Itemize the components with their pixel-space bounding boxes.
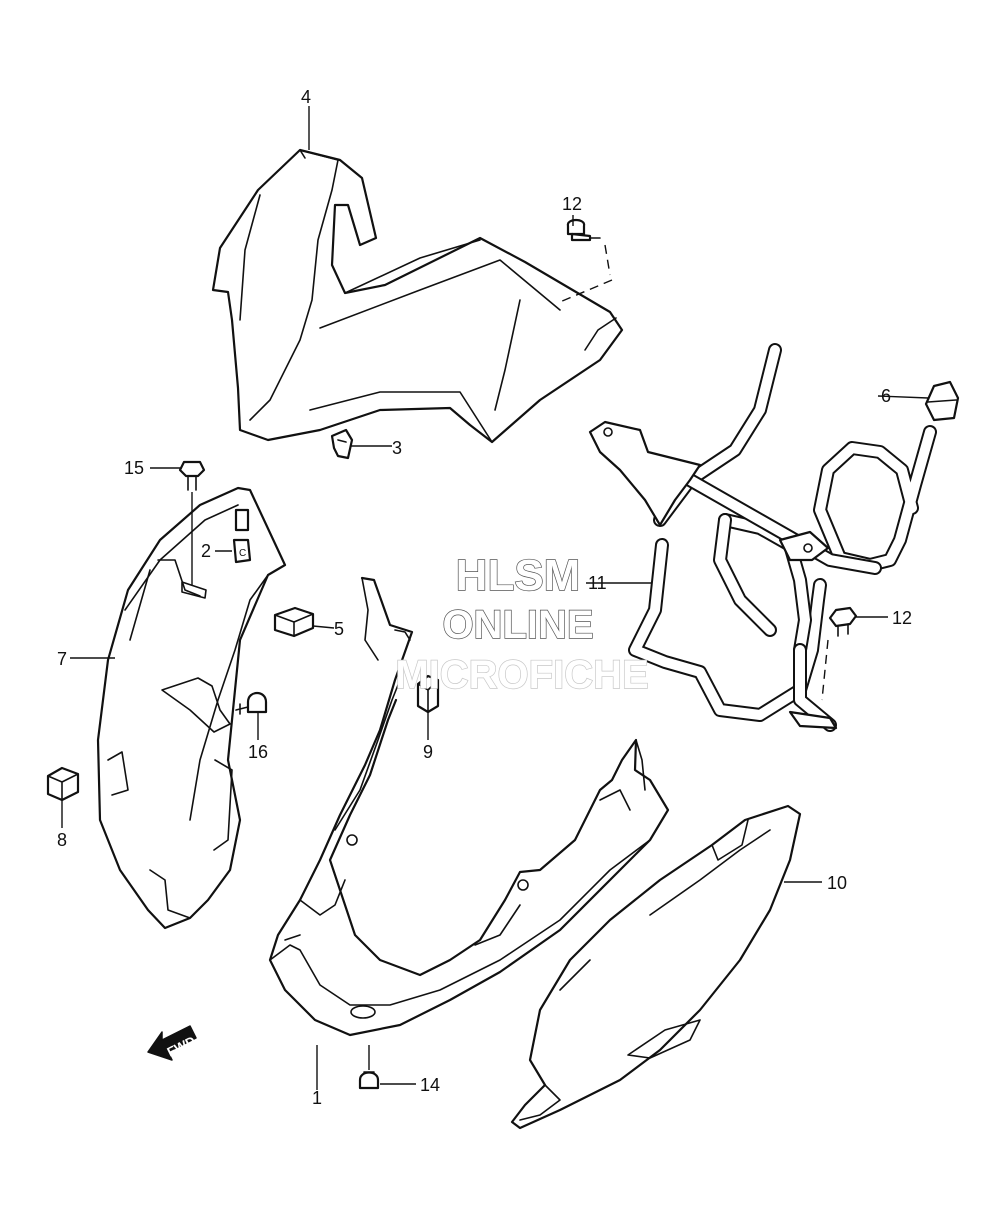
- watermark: HLSM ONLINE MICROFICHE: [395, 550, 650, 697]
- part-11-frame-stay: [588, 343, 937, 732]
- callout-8: 8: [57, 830, 67, 850]
- fwd-arrow-icon: FWD: [147, 1025, 198, 1061]
- callout-6: 6: [881, 386, 891, 406]
- watermark-line2: ONLINE: [442, 603, 593, 647]
- watermark-line3: MICROFICHE: [395, 653, 648, 697]
- callout-10: 10: [827, 873, 847, 893]
- callout-labels: 4 12 3 6 15 2 11 12 5 7 16 9 8 10 14 1: [57, 87, 912, 1108]
- part-9-pad: [416, 674, 440, 714]
- part-6-grommet: [924, 380, 960, 422]
- callout-leaders: [61, 106, 929, 1090]
- watermark-line1: HLSM: [456, 551, 581, 600]
- callout-4: 4: [301, 87, 311, 107]
- callout-12: 12: [892, 608, 912, 628]
- callout-5: 5: [334, 619, 344, 639]
- part-15-bolt: [178, 460, 206, 585]
- part-14-screw: [358, 1045, 380, 1090]
- part-3-clip: [330, 428, 354, 460]
- callout-2: 2: [201, 541, 211, 561]
- part-7-inner-panel: [96, 486, 287, 930]
- part-2-nut: C: [232, 538, 252, 564]
- callout-16: 16: [248, 742, 268, 762]
- part-8-pad: [46, 766, 80, 802]
- callout-9: 9: [423, 742, 433, 762]
- part-10-side-panel: [510, 804, 802, 1130]
- callout-14: 14: [420, 1075, 440, 1095]
- callout-3: 3: [392, 438, 402, 458]
- part-1-lower-cowl: [268, 576, 670, 1037]
- svg-text:C: C: [239, 548, 246, 559]
- part-12-bolt: [821, 606, 858, 701]
- part-5-pad: [273, 606, 315, 638]
- callout-11: 11: [588, 573, 607, 593]
- part-16-screw: [235, 691, 268, 715]
- part-13-screw: [559, 218, 613, 303]
- part-4-upper-cowl: [211, 148, 624, 444]
- callout-1: 1: [312, 1088, 322, 1108]
- callout-13: 12: [562, 194, 582, 214]
- callout-15: 15: [124, 458, 144, 478]
- callout-7: 7: [57, 649, 67, 669]
